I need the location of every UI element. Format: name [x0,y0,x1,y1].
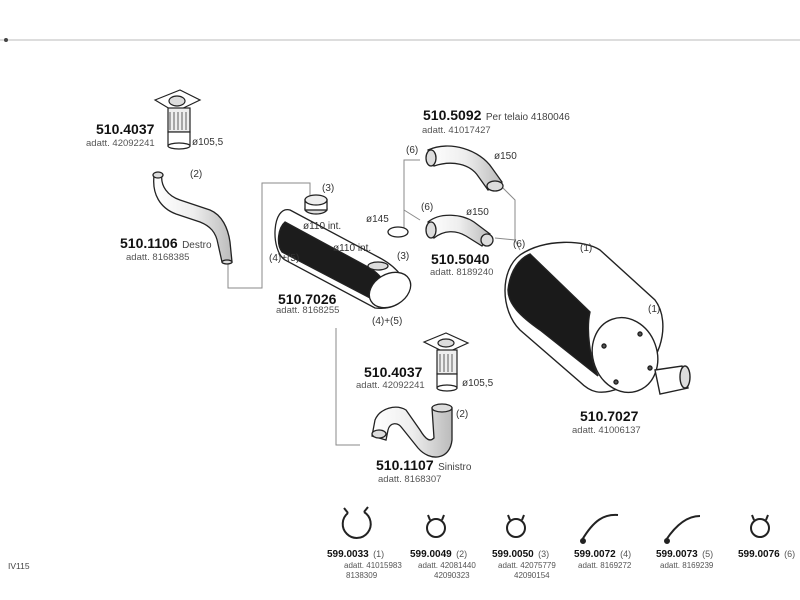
pipe-left-qty: (2) [456,409,469,420]
hardware-5-number: 599.0073 [656,549,698,560]
silencer-mid-clamp-ref-bottom: (4)+(5) [372,316,403,327]
elbow-mid-drawing [425,214,494,247]
hardware-2-number: 599.0049 [410,549,452,560]
pipe-right-label: 510.1106 Destro [120,236,212,252]
pipe-left-label: 510.1107 Sinistro [376,458,471,474]
strap-band-icon-4 [580,513,619,544]
connector-lines [227,159,521,446]
clamp-ring-small-icon-3 [506,514,526,538]
hardware-6-number: 599.0076 [738,549,780,560]
silencer-mid-outlet: ø145 [366,214,389,225]
elbow-top-part-number: 510.5092 [423,107,482,123]
silencer-big-adatt: adatt. 41006137 [572,425,641,436]
elbow-mid-part-number: 510.5040 [431,251,490,267]
hardware-item-3: 599.0050 (3) adatt. 42075779 42090154 [492,545,556,581]
pipe-left-part-number: 510.1107 [376,457,434,473]
clamp-ring-open-icon [341,506,372,539]
hardware-1-number: 599.0033 [327,549,369,560]
flange-top-diameter: ø105,5 [192,137,224,148]
silencer-mid-qty: (3) [322,183,335,194]
pipe-right-drawing [152,171,233,265]
flange-bottom-adatt: adatt. 42092241 [356,380,425,391]
silencer-mid-drawing [274,194,412,309]
pipe-left-side: Sinistro [438,462,472,473]
hardware-item-1: 599.0033 (1) adatt. 41015983 8138309 [327,545,402,581]
hardware-3-adatt1: adatt. 42075779 [498,561,556,570]
hardware-3-number: 599.0050 [492,549,534,560]
flange-bottom-diameter: ø105,5 [462,378,494,389]
hardware-1-adatt1: adatt. 41015983 [344,561,402,570]
pipe-right-side: Destro [182,240,212,251]
silencer-mid-qty2: (3) [397,251,410,262]
hardware-2-qty: (2) [456,549,468,559]
diagram-ref-code: IV115 [8,561,30,571]
hardware-1-adatt2: 8138309 [346,571,378,580]
hardware-3-adatt2: 42090154 [514,571,550,580]
hardware-4-number: 599.0072 [574,549,616,560]
elbow-mid-diameter: ø150 [466,207,489,218]
clamp-ring-small-icon-2 [426,514,446,538]
flange-bottom-part-number: 510.4037 [364,364,423,380]
elbow-top-qty: (6) [406,145,419,156]
top-rule-dot [4,38,8,42]
flange-top-part-number: 510.4037 [96,121,155,137]
elbow-top-drawing [425,145,504,192]
hardware-icons [341,506,770,544]
silencer-big-part-number: 510.7027 [580,408,639,424]
elbow-mid-qty: (6) [421,202,434,213]
silencer-mid-inlet-top: ø110 int. [303,221,342,232]
silencer-big-qty2: (1) [648,304,661,315]
silencer-mid-inlet-bottom: ø110 int. [333,243,372,254]
hardware-4-adatt1: adatt. 8169272 [578,561,632,570]
pipe-right-part-number: 510.1106 [120,235,178,251]
silencer-big-drawing [504,241,691,395]
pipe-right-qty: (2) [190,169,203,180]
hardware-3-qty: (3) [538,549,550,559]
strap-band-icon-5 [664,515,701,544]
hardware-1-qty: (1) [373,549,385,559]
elbow-mid-qty-right: (6) [513,239,526,250]
hardware-item-2: 599.0049 (2) adatt. 42081440 42090323 [410,545,476,581]
hardware-4-qty: (4) [620,549,632,559]
hardware-5-adatt1: adatt. 8169239 [660,561,714,570]
flange-top-drawing [153,89,202,150]
flange-bottom-drawing [422,332,470,392]
hardware-5-qty: (5) [702,549,714,559]
flange-top-adatt: adatt. 42092241 [86,138,155,149]
elbow-mid-adatt: adatt. 8189240 [430,267,494,278]
silencer-big-qty1: (1) [580,243,593,254]
hardware-2-adatt2: 42090323 [434,571,470,580]
silencer-mid-adatt: adatt. 8168255 [276,305,340,316]
silencer-mid-part-number: 510.7026 [278,291,337,307]
elbow-top-note: Per telaio 4180046 [485,112,570,123]
elbow-top-adatt: adatt. 41017427 [422,125,491,136]
hardware-item-6: 599.0076 (6) [738,545,795,561]
silencer-mid-clamp-ref-left: (4)+(5) [269,253,300,264]
pipe-left-drawing [371,403,453,458]
elbow-top-label: 510.5092 Per telaio 4180046 [423,108,570,124]
hardware-2-adatt1: adatt. 42081440 [418,561,476,570]
hardware-item-5: 599.0073 (5) adatt. 8169239 [656,545,713,571]
hardware-item-4: 599.0072 (4) adatt. 8169272 [574,545,631,571]
pipe-left-adatt: adatt. 8168307 [378,474,442,485]
pipe-right-adatt: adatt. 8168385 [126,252,190,263]
elbow-top-diameter: ø150 [494,151,517,162]
hardware-6-qty: (6) [784,549,796,559]
clamp-ring-small-icon-6 [750,514,770,538]
